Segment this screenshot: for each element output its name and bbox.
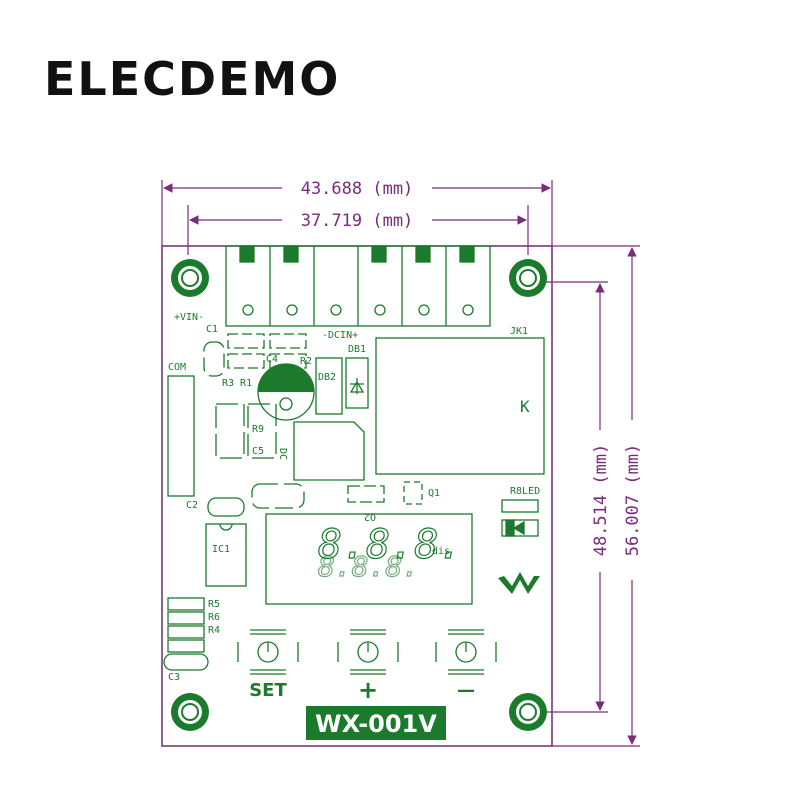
dimension-lines: [161, 180, 640, 747]
mount-hole-bottom-left: [171, 693, 209, 731]
r3r1-label: R3 R1: [222, 378, 252, 389]
button-minus[interactable]: [435, 629, 497, 675]
button-minus-label: —: [457, 680, 475, 701]
ic1-label: IC1: [212, 544, 230, 555]
board-outline: [161, 245, 553, 747]
db2-label: DB2: [318, 372, 336, 383]
c4-label: C4: [266, 354, 278, 365]
r4-r5-r6-c3: [163, 597, 209, 671]
maker-logo: [498, 572, 540, 594]
dcin-label: -DCIN+: [322, 330, 358, 341]
display-digits-bottom: 8.8.8.: [318, 550, 419, 583]
dc-label: DC: [277, 448, 288, 460]
com-strip: [167, 375, 195, 497]
model-label: WX-001V: [315, 710, 437, 738]
mid-left-components: [215, 403, 365, 481]
ic1-chip: [205, 523, 247, 587]
transistor: [257, 363, 315, 421]
r4-label: R4: [208, 625, 220, 636]
button-plus[interactable]: [337, 629, 399, 675]
button-set[interactable]: [237, 629, 299, 675]
r8-led: [501, 499, 539, 537]
dis-label: dis: [432, 546, 450, 557]
r6-label: R6: [208, 612, 220, 623]
inner-width-label: 37.719 (mm): [301, 211, 414, 231]
r5-label: R5: [208, 599, 220, 610]
button-set-label: SET: [249, 680, 287, 701]
mount-hole-bottom-right: [509, 693, 547, 731]
q1-label: Q1: [428, 488, 440, 499]
jk1-label: JK1: [510, 326, 528, 337]
r8led-label: R8LED: [510, 486, 540, 497]
top-left-components: [203, 333, 307, 377]
button-plus-label: +: [358, 676, 378, 704]
c3-label: C3: [168, 672, 180, 683]
q2-label: Q2: [364, 511, 376, 522]
r9-label: R9: [252, 424, 264, 435]
relay: [375, 337, 545, 475]
relay-k-label: K: [520, 397, 530, 416]
mount-hole-top-left: [171, 259, 209, 297]
diode-block: [315, 357, 369, 415]
model-badge: [306, 706, 446, 740]
r2-label: R2: [300, 356, 312, 367]
mount-hole-top-right: [509, 259, 547, 297]
seven-segment-display: 8.8.8. 8.8.8.: [265, 513, 473, 605]
c5-label: C5: [252, 446, 264, 457]
outer-height-label: 56.007 (mm): [623, 444, 643, 557]
terminal-block: [225, 245, 491, 327]
com-label: COM: [168, 362, 186, 373]
c1-label: C1: [206, 324, 218, 335]
c2-label: C2: [186, 500, 198, 511]
brand-title: ELECDEMO: [44, 52, 341, 106]
db1-label: DB1: [348, 344, 366, 355]
inner-height-label: 48.514 (mm): [591, 444, 611, 557]
mounting-holes: [171, 259, 547, 731]
outer-width-label: 43.688 (mm): [301, 179, 414, 199]
c2-q1-row: [207, 481, 423, 517]
display-digits-top: 8.8.8.: [318, 522, 463, 568]
vin-label: +VIN-: [174, 312, 204, 323]
